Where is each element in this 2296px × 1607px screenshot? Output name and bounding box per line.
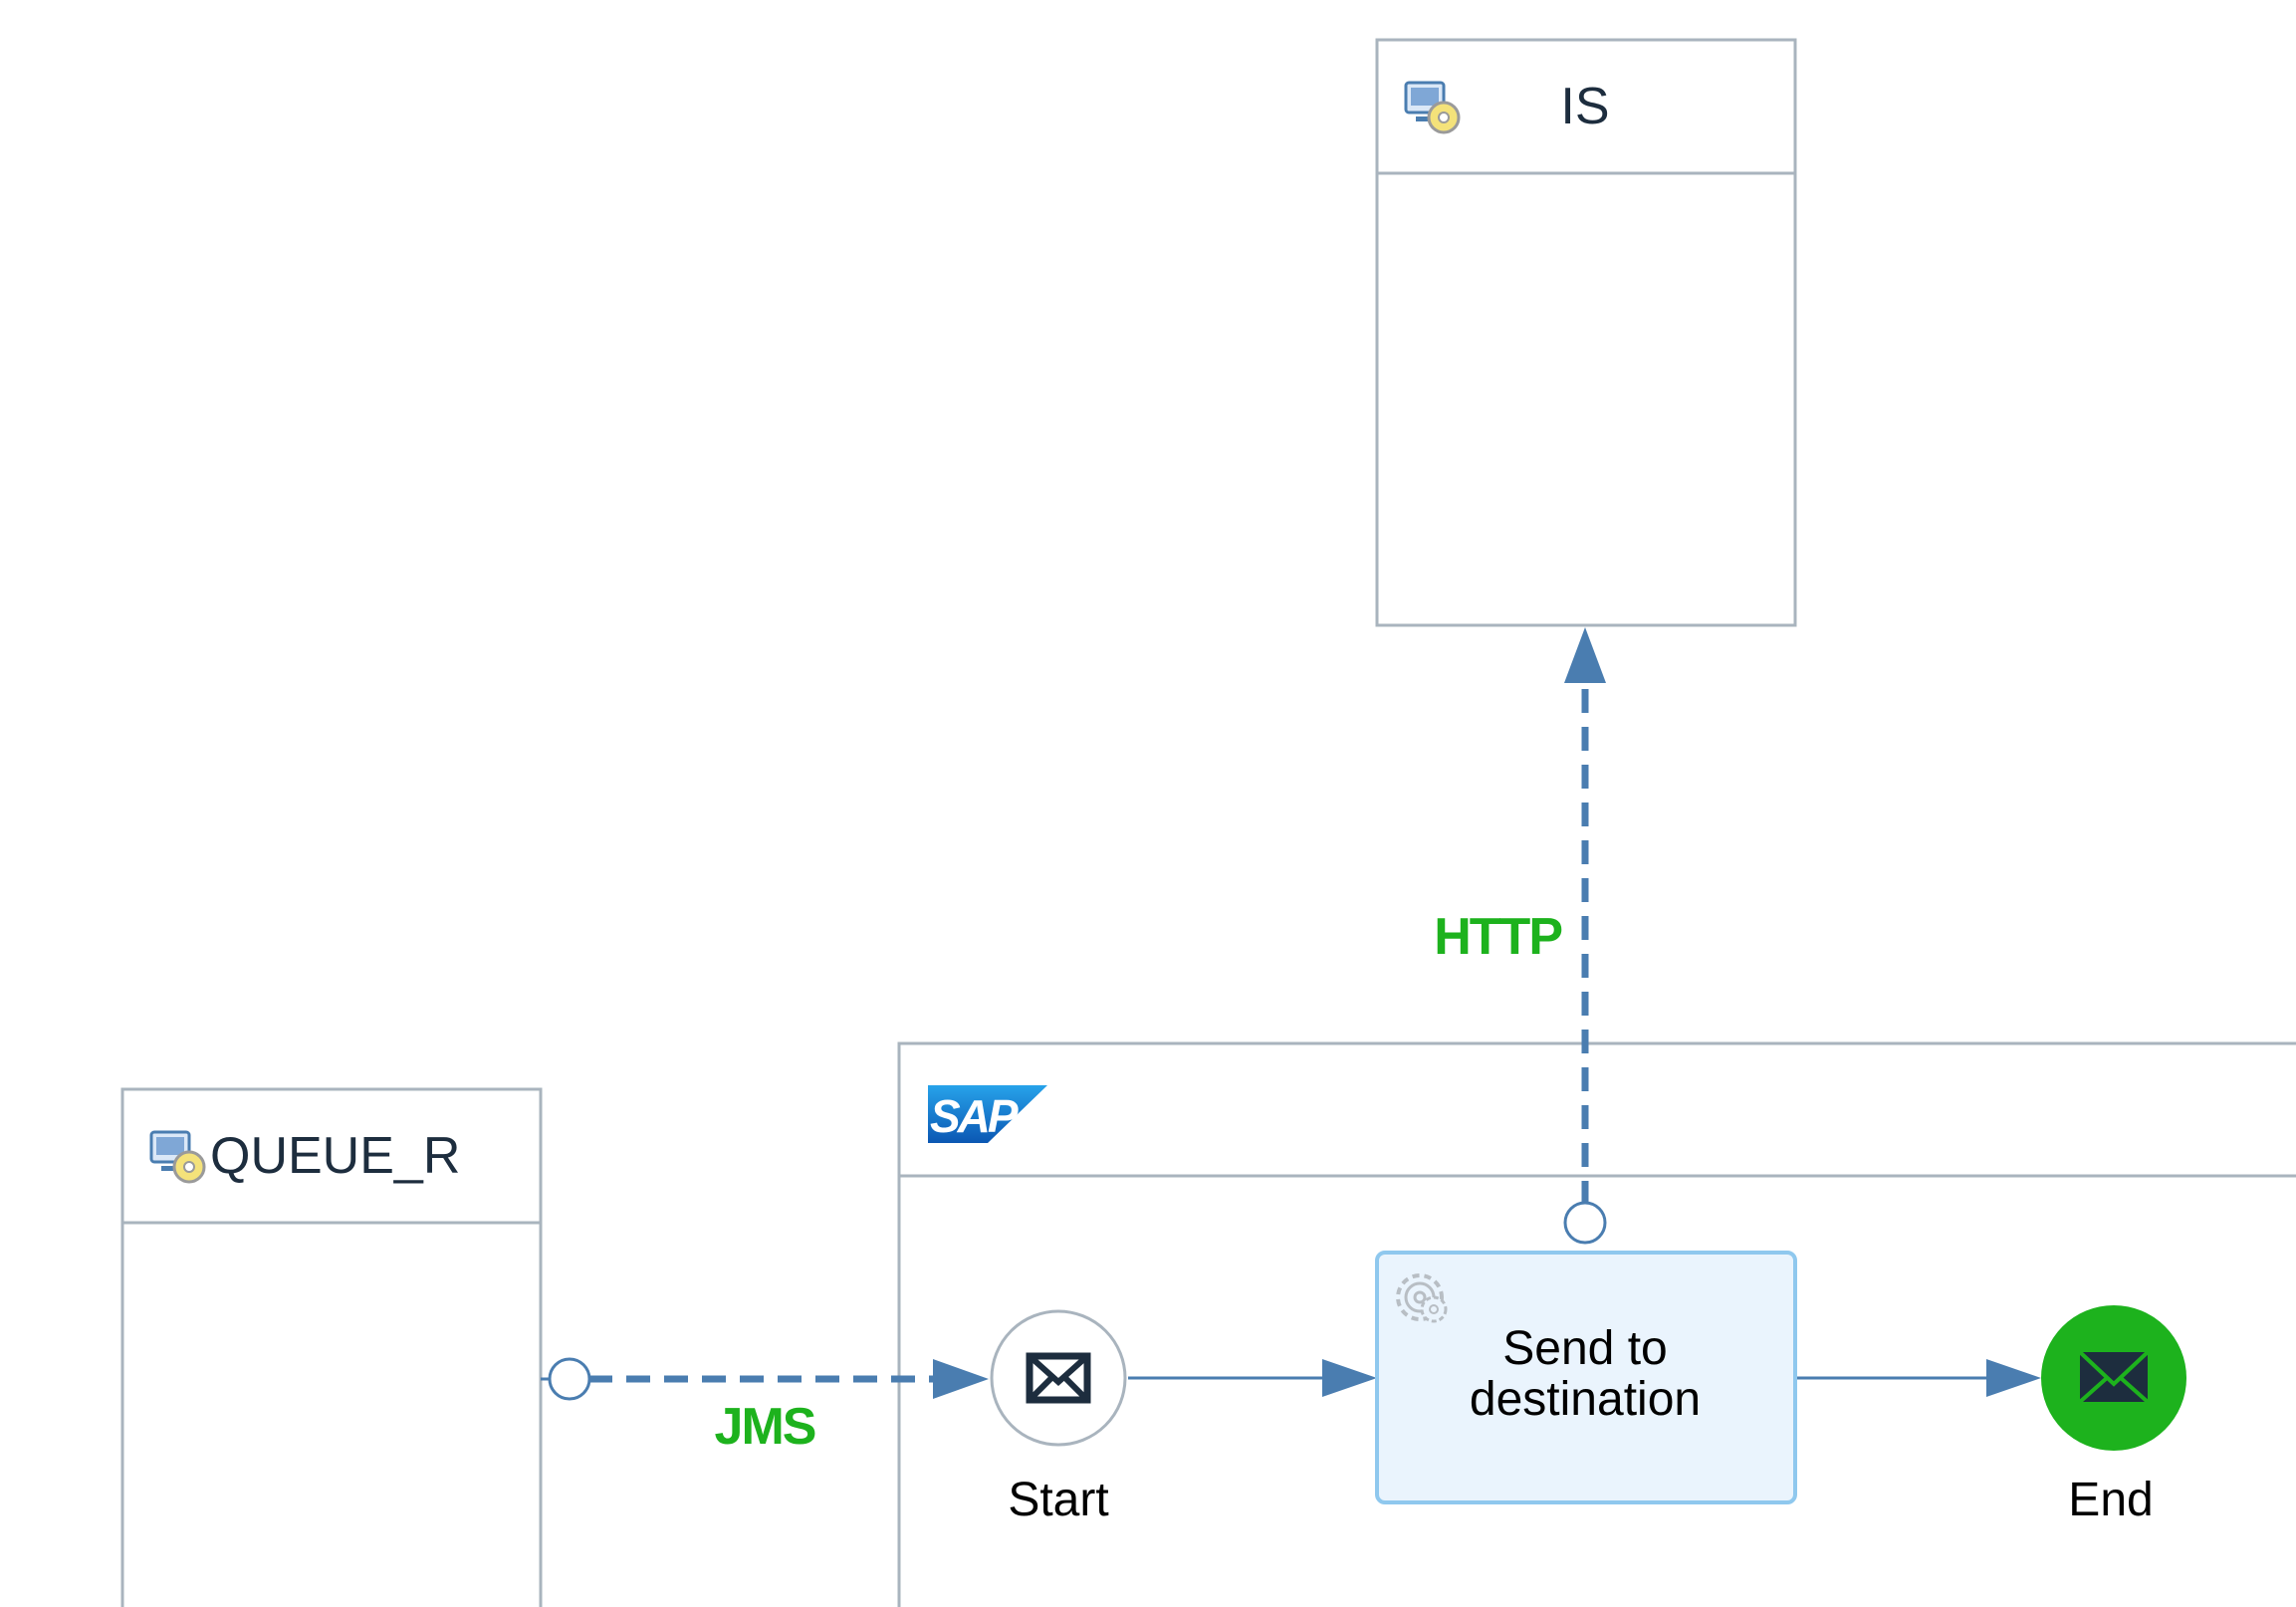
jms-arrowhead bbox=[933, 1359, 989, 1399]
send-to-destination-step[interactable]: Send to destination bbox=[1375, 1251, 1797, 1504]
http-arrowhead bbox=[1564, 627, 1606, 683]
participant-is-title: IS bbox=[1560, 78, 1609, 135]
step-label-line1: Send to bbox=[1502, 1322, 1667, 1375]
svg-text:SAP: SAP bbox=[930, 1090, 1019, 1142]
gear-icon bbox=[1396, 1273, 1448, 1323]
end-event[interactable]: End bbox=[2041, 1305, 2186, 1526]
participant-queue-r[interactable]: QUEUE_R bbox=[120, 1087, 543, 1607]
sequence-flow-start-to-step[interactable] bbox=[1128, 1359, 1377, 1397]
start-event[interactable]: Start bbox=[990, 1309, 1127, 1526]
http-label: HTTP bbox=[1434, 908, 1561, 966]
end-label: End bbox=[2068, 1474, 2153, 1526]
sap-logo: SAP bbox=[928, 1085, 1047, 1143]
jms-connection-source-circle bbox=[548, 1357, 591, 1401]
step-label-line2: destination bbox=[1470, 1373, 1701, 1426]
envelope-icon bbox=[1026, 1352, 1091, 1404]
jms-label: JMS bbox=[715, 1398, 815, 1456]
system-participant-icon bbox=[1404, 81, 1461, 134]
sequence-flow-step-to-end[interactable] bbox=[1795, 1359, 2041, 1397]
start-label: Start bbox=[1008, 1474, 1108, 1526]
participant-is[interactable]: IS bbox=[1375, 38, 1797, 627]
jms-connection[interactable]: JMS bbox=[541, 1357, 989, 1456]
http-connection-source-circle bbox=[1563, 1201, 1607, 1245]
envelope-icon bbox=[2078, 1350, 2150, 1404]
http-connection[interactable]: HTTP bbox=[1434, 627, 1607, 1245]
participant-queue-title: QUEUE_R bbox=[210, 1127, 460, 1185]
system-participant-icon bbox=[149, 1130, 206, 1184]
